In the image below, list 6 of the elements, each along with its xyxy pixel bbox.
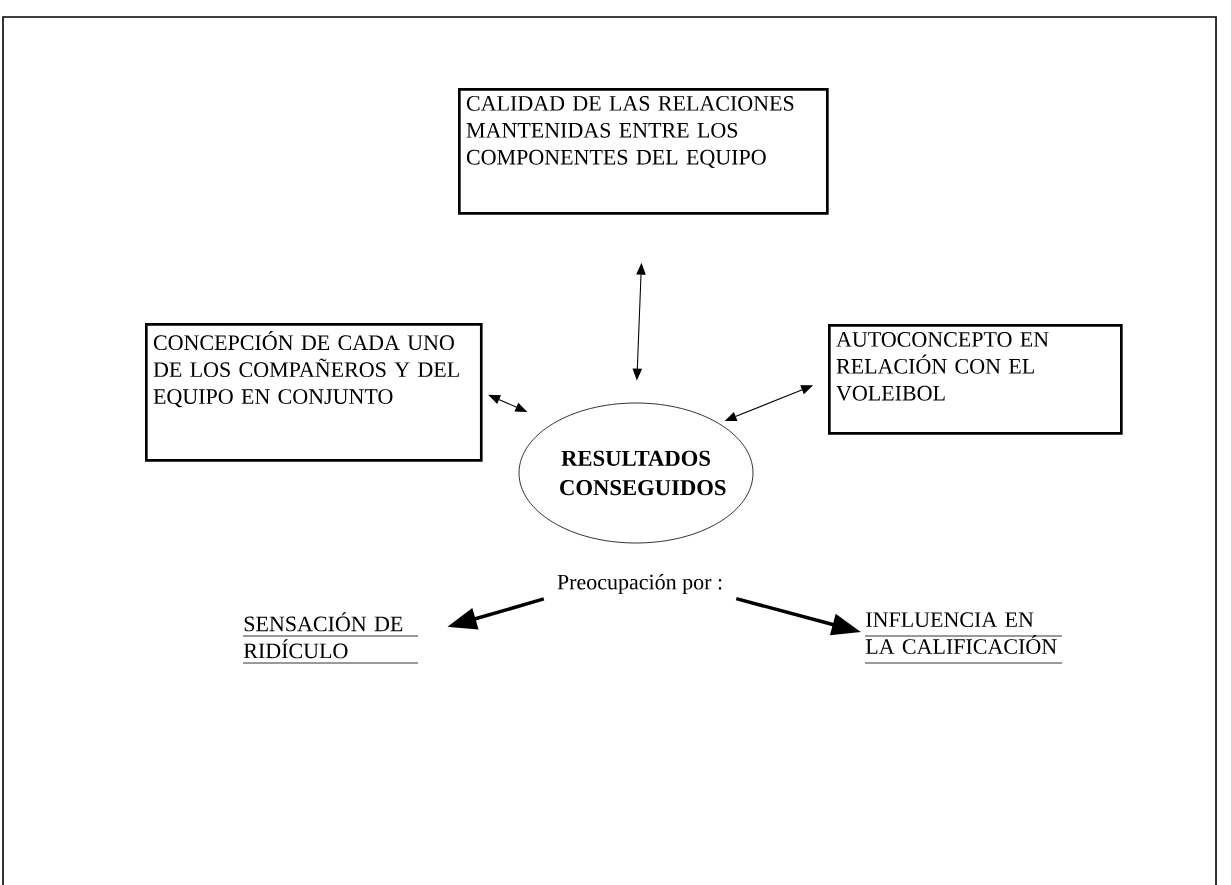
text-box: AUTOCONCEPTO EN RELACIÓN CON EL VOLEIBOL [828, 324, 1123, 435]
text-box: CONCEPCIÓN DE CADA UNO DE LOS COMPAÑEROS Y DEL EQUIPO EN CONJUNTO [145, 323, 483, 462]
underlined-text: INFLUENCIA EN LA CALIFICACIÓN [864, 612, 1063, 664]
text-box: CALIDAD DE LAS RELACIONES MANTENIDAS ENTRE LOS COMPONENTES DEL EQUIPO [458, 88, 829, 215]
underlined-text: SENSACIÓN DE RIDÍCULO [242, 612, 419, 664]
text-label: Preocupación por : [557, 574, 722, 594]
